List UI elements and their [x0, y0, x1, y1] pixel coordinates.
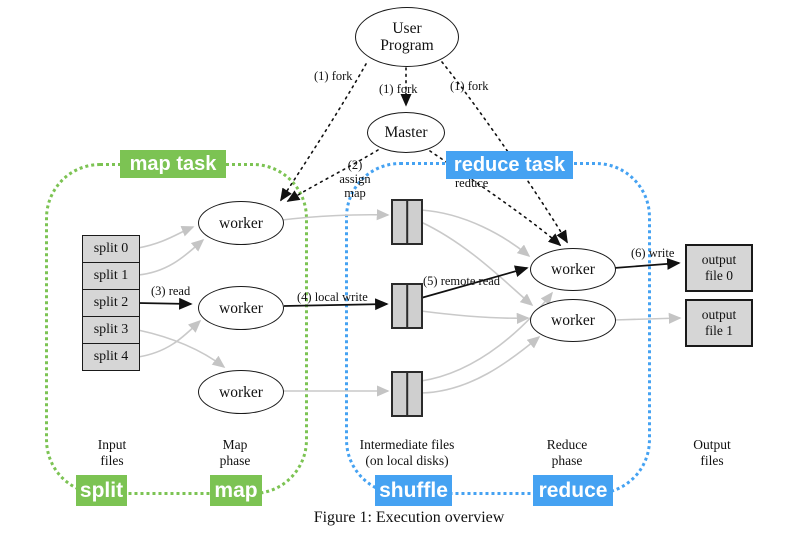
map-tag: map — [210, 475, 262, 506]
fork-label-left: (1) fork — [314, 69, 353, 83]
input-split-3: split 3 — [82, 316, 140, 344]
figure-caption: Figure 1: Execution overview — [313, 509, 505, 526]
map-phase-line2: phase — [219, 453, 251, 468]
local-write-label: (4) local write — [297, 290, 368, 304]
assign-map-line1: (2) — [347, 158, 363, 172]
write-label: (6) write — [631, 246, 675, 260]
black-edges — [137, 257, 681, 311]
map-worker-2: worker — [198, 286, 284, 330]
output-file-1-line2: file 1 — [704, 323, 734, 338]
output-file-1: output file 1 — [685, 299, 753, 347]
split-label: split 0 — [93, 241, 129, 256]
input-files-caption: Input files — [72, 437, 152, 469]
reduce-worker-1: worker — [530, 248, 616, 291]
read-label: (3) read — [151, 284, 191, 298]
master-label: Master — [384, 124, 428, 141]
reduce-phase-line1: Reduce — [546, 437, 588, 452]
output-files-line2: files — [700, 453, 724, 468]
intermediate-file-icon-3 — [391, 371, 423, 417]
fork-label-right: (1) fork — [450, 79, 489, 93]
assign-reduce-label-partial: reduce — [455, 176, 489, 190]
split-label: split 2 — [93, 295, 129, 310]
assign-map-line3: map — [344, 186, 366, 200]
user-program-label-line1: User — [392, 20, 422, 37]
shuffle-tag: shuffle — [375, 475, 452, 506]
intermediate-files-caption: Intermediate files (on local disks) — [337, 437, 477, 469]
map-worker-1: worker — [198, 201, 284, 245]
assign-map-label: (2) assign map — [330, 158, 380, 200]
output-files-caption: Output files — [672, 437, 752, 469]
worker-label: worker — [551, 261, 595, 278]
input-files-line2: files — [100, 453, 124, 468]
assign-map-line2: assign — [339, 172, 371, 186]
intermediate-file-icon-1 — [391, 199, 423, 245]
split-label: split 4 — [93, 349, 129, 364]
reduce-task-tag: reduce task — [446, 151, 573, 179]
user-program-node: User Program — [355, 7, 459, 67]
intermediate-file-icon-2 — [391, 283, 423, 329]
reduce-phase-caption: Reduce phase — [527, 437, 607, 469]
remote-read-label: (5) remote read — [423, 274, 501, 288]
input-split-4: split 4 — [82, 343, 140, 371]
master-node: Master — [367, 112, 445, 153]
input-files-line1: Input — [97, 437, 127, 452]
input-split-2: split 2 — [82, 289, 140, 317]
worker-label: worker — [219, 299, 263, 317]
split-label: split 3 — [93, 322, 129, 337]
user-program-label-line2: Program — [380, 37, 434, 54]
reduce-worker-2: worker — [530, 299, 616, 342]
map-phase-line1: Map — [222, 437, 248, 452]
worker-label: worker — [219, 214, 263, 232]
input-split-0: split 0 — [82, 235, 140, 263]
output-file-0-line2: file 0 — [704, 268, 734, 283]
input-split-1: split 1 — [82, 262, 140, 290]
map-task-tag: map task — [120, 150, 226, 178]
split-label: split 1 — [93, 268, 129, 283]
map-worker-3: worker — [198, 370, 284, 414]
reduce-phase-line2: phase — [551, 453, 583, 468]
split-tag: split — [76, 475, 127, 506]
worker-label: worker — [219, 383, 263, 401]
reduce-tag: reduce — [533, 475, 613, 506]
output-files-line1: Output — [693, 437, 731, 452]
intermediate-files-line2: (on local disks) — [365, 453, 449, 468]
output-file-0: output file 0 — [685, 244, 753, 292]
output-file-0-line1: output — [701, 252, 737, 267]
output-file-1-line1: output — [701, 307, 737, 322]
map-phase-caption: Map phase — [195, 437, 275, 469]
fork-label-middle: (1) fork — [379, 82, 418, 96]
intermediate-files-line1: Intermediate files — [359, 437, 455, 452]
worker-label: worker — [551, 312, 595, 329]
